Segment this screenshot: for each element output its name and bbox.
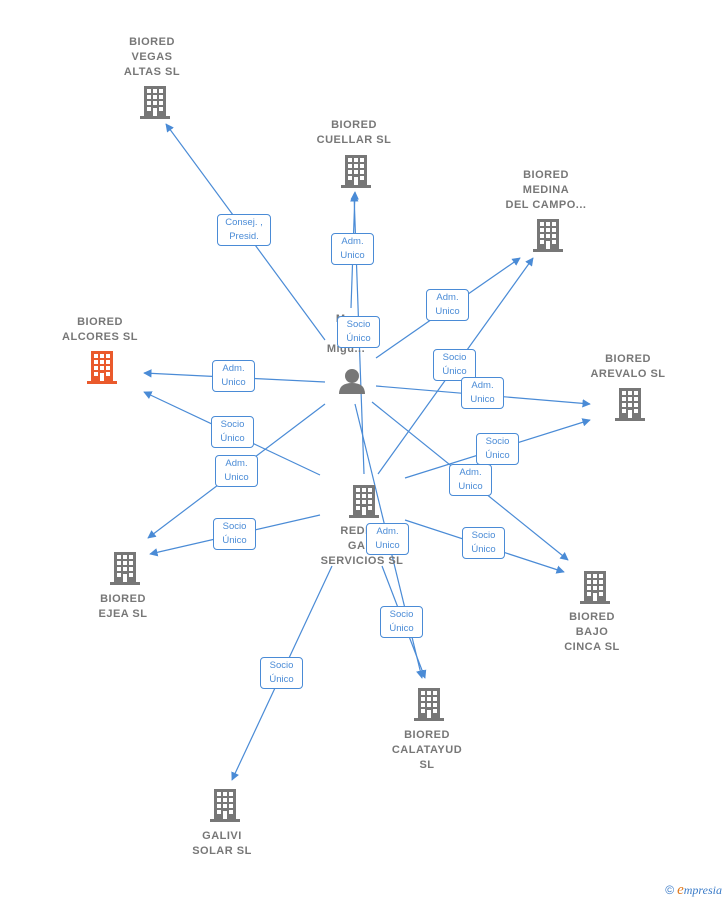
building-icon bbox=[533, 219, 563, 252]
building-icon bbox=[341, 155, 371, 188]
person-icon bbox=[339, 369, 365, 394]
edge-label-consej[interactable]: Consej. , Presid. bbox=[217, 214, 271, 246]
edge-label-socio-alcores[interactable]: Socio Único bbox=[211, 416, 254, 448]
building-icon bbox=[210, 789, 240, 822]
brand-initial: e bbox=[677, 882, 684, 898]
edge-label-adm-bajo[interactable]: Adm. Unico bbox=[449, 464, 492, 496]
node-label-redes[interactable]: REDE... GA... SERVICIOS SL bbox=[320, 525, 404, 567]
building-icon bbox=[580, 571, 610, 604]
node-label-galivi[interactable]: GALIVI SOLAR SL bbox=[192, 830, 252, 857]
edge-label-socio-cuellar[interactable]: Socio Único bbox=[337, 316, 380, 348]
brand-watermark: ©empresia bbox=[665, 882, 722, 899]
edge-label-socio-arevalo[interactable]: Socio Único bbox=[476, 433, 519, 465]
edge-label-socio-ejea[interactable]: Socio Único bbox=[213, 518, 256, 550]
edge-label-adm-medina[interactable]: Adm. Unico bbox=[426, 289, 469, 321]
edges bbox=[143, 123, 591, 781]
node-label-bajo-cinca[interactable]: BIORED BAJO CINCA SL bbox=[564, 611, 620, 653]
building-icon bbox=[414, 688, 444, 721]
node-label-vegas-altas[interactable]: BIORED VEGAS ALTAS SL bbox=[123, 36, 181, 78]
edge-label-adm-arevalo[interactable]: Adm. Unico bbox=[461, 377, 504, 409]
node-label-alcores[interactable]: BIORED ALCORES SL bbox=[62, 316, 138, 343]
edge-label-adm-cuellar[interactable]: Adm. Unico bbox=[331, 233, 374, 265]
node-label-cuellar[interactable]: BIORED CUELLAR SL bbox=[316, 119, 392, 146]
nodes-icons bbox=[87, 86, 645, 822]
building-icon bbox=[615, 388, 645, 421]
node-label-arevalo[interactable]: BIORED AREVALO SL bbox=[590, 353, 666, 380]
edge-label-socio-bajo[interactable]: Socio Único bbox=[462, 527, 505, 559]
edge-label-adm-ejea[interactable]: Adm. Unico bbox=[215, 455, 258, 487]
building-icon bbox=[349, 485, 379, 518]
building-icon-highlight bbox=[87, 351, 117, 384]
building-icon bbox=[140, 86, 170, 119]
building-icon bbox=[110, 552, 140, 585]
edge-label-socio-calatayud[interactable]: Socio Único bbox=[380, 606, 423, 638]
node-label-medina[interactable]: BIORED MEDINA DEL CAMPO... bbox=[505, 169, 587, 211]
edge-label-socio-medina[interactable]: Socio Único bbox=[433, 349, 476, 381]
brand-name: mpresia bbox=[683, 883, 722, 897]
edge-label-adm-calatayud[interactable]: Adm. Unico bbox=[366, 523, 409, 555]
edge-label-adm-alcores[interactable]: Adm. Unico bbox=[212, 360, 255, 392]
copyright-icon: © bbox=[665, 883, 675, 897]
node-label-calatayud[interactable]: BIORED CALATAYUD SL bbox=[391, 729, 463, 771]
node-label-ejea[interactable]: BIORED EJEA SL bbox=[98, 593, 148, 620]
edge-label-socio-galivi[interactable]: Socio Único bbox=[260, 657, 303, 689]
